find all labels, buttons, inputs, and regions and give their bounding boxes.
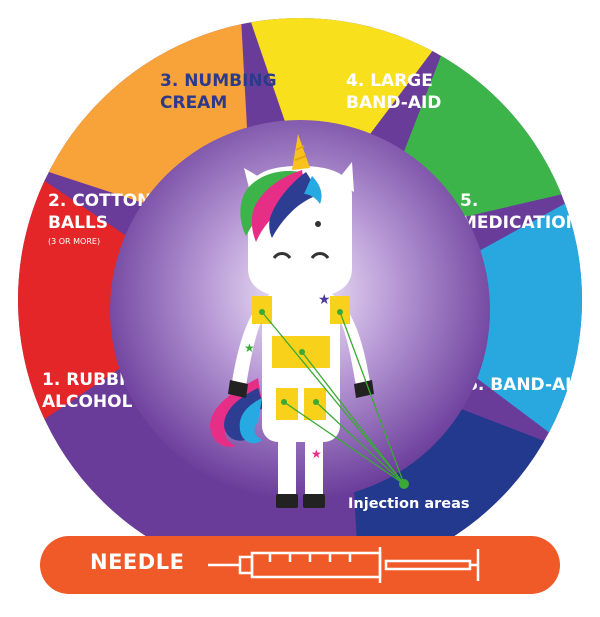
segment-label-numbing-cream: 3. NUMBING — [160, 71, 277, 91]
segment-label-large-band-aid: BAND-AID — [346, 93, 441, 113]
injection-pointer-lines — [261, 311, 405, 485]
unicorn-ear-right — [336, 162, 354, 192]
segment-label-cotton-balls: BALLS — [48, 213, 108, 233]
unicorn-hand-left — [228, 380, 248, 398]
unicorn-tail — [210, 378, 264, 447]
unicorn-leg-left — [278, 426, 296, 504]
unicorn-figure: ★ ★ ★ — [210, 134, 374, 508]
syringe-icon — [208, 547, 480, 583]
segment-label-cotton-balls: 2. COTTON — [48, 191, 151, 211]
segment-label-rubbing-alcohol: ALCOHOL — [42, 392, 133, 412]
segment-label-medication: MEDICATION — [460, 213, 580, 233]
injection-pointer-hub — [399, 479, 409, 489]
star-decoration: ★ — [244, 341, 255, 355]
unicorn-mane — [240, 170, 322, 242]
injection-points — [259, 309, 409, 489]
needle-label: NEEDLE — [90, 550, 185, 574]
segment-label-band-aid: 6. BAND-AID — [466, 375, 586, 395]
segment-label-large-band-aid: 4. LARGE — [346, 71, 433, 91]
unicorn-eye-right — [310, 252, 330, 259]
star-decoration: ★ — [311, 447, 322, 461]
unicorn-eye-left — [272, 252, 292, 259]
unicorn-nostril — [315, 221, 321, 227]
unicorn-hoof-left — [276, 494, 298, 508]
unicorn-horn — [292, 134, 310, 170]
unicorn-leg-right — [305, 426, 323, 504]
unicorn-hand-right — [354, 380, 374, 398]
unicorn-hoof-right — [303, 494, 325, 508]
segment-label-numbing-cream: CREAM — [160, 93, 227, 113]
segment-label-medication: 5. — [460, 191, 478, 211]
injection-areas-label: Injection areas — [348, 496, 470, 512]
segment-sublabel-cotton-balls: (3 OR MORE) — [48, 237, 100, 246]
star-decoration: ★ — [318, 292, 331, 308]
